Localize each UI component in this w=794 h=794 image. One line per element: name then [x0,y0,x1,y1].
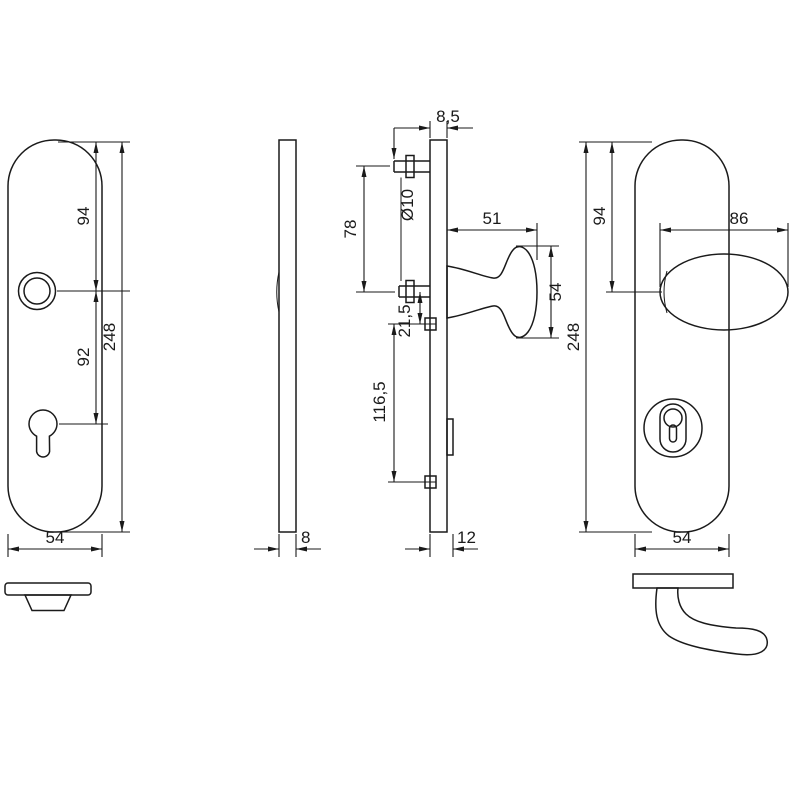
knob-front [659,253,789,331]
dim-label-ext-top-to-handle: 94 [74,207,93,226]
view-lever-side [632,573,768,656]
dim-label-side-thickness: 8 [301,528,310,547]
dim-label-ext-width: 54 [46,528,65,547]
cylinder-lug [446,418,454,456]
view-interior-side: 8,5 Ø10 78 51 54 21,5 116,5 12 [341,107,565,557]
dim-label-ext-height: 248 [100,323,119,351]
lever-handle-profile [655,587,768,656]
dim-label-hole-dia: Ø10 [398,189,417,221]
cylinder-keyhole [28,409,58,458]
view-exterior-front: 94 92 248 54 [7,139,130,557]
lever-plate-edge [632,573,734,589]
dim-lines-interior-side [356,121,559,557]
view-interior-front: 94 248 86 54 [564,139,789,557]
top-screw [393,154,430,179]
exterior-plate-outline [7,139,103,533]
dim-lines-interior-front [579,141,789,557]
dim-label-plate-thickness: 8,5 [436,107,460,126]
axis-screw [398,279,430,304]
dim-label-knob-dia: 54 [546,283,565,302]
security-rosette [643,398,703,458]
dim-label-axis-to-hole: 21,5 [395,304,414,337]
handle-hole-inner [23,277,51,305]
view-exterior-top [4,582,92,612]
dim-label-int-width: 54 [673,528,692,547]
dim-lines-exterior-side [254,534,321,557]
handle-hole-outer [17,271,57,311]
dim-label-int-height: 248 [564,323,583,351]
dim-label-knob-width: 86 [730,209,749,228]
knob-neck-edge [663,270,668,314]
dim-label-ext-handle-to-cyl: 92 [74,348,93,367]
interior-plate-side-outline [429,139,448,533]
view-exterior-side: 8 [254,139,321,557]
knob-profile [446,245,538,339]
exterior-plate-top-outline [4,582,92,596]
dim-label-int-top-to-axis: 94 [590,207,609,226]
dim-label-depth: 12 [457,528,476,547]
dim-label-hole-spacing: 116,5 [370,381,389,422]
dim-label-top-to-axis: 78 [341,220,360,239]
dim-label-knob-projection: 51 [483,209,502,228]
dim-lines-exterior-front [7,141,130,557]
handle-collar-bump [276,271,280,313]
interior-plate-outline [634,139,730,533]
exterior-plate-side-outline [278,139,297,533]
cylinder-cover-bump [23,594,73,612]
